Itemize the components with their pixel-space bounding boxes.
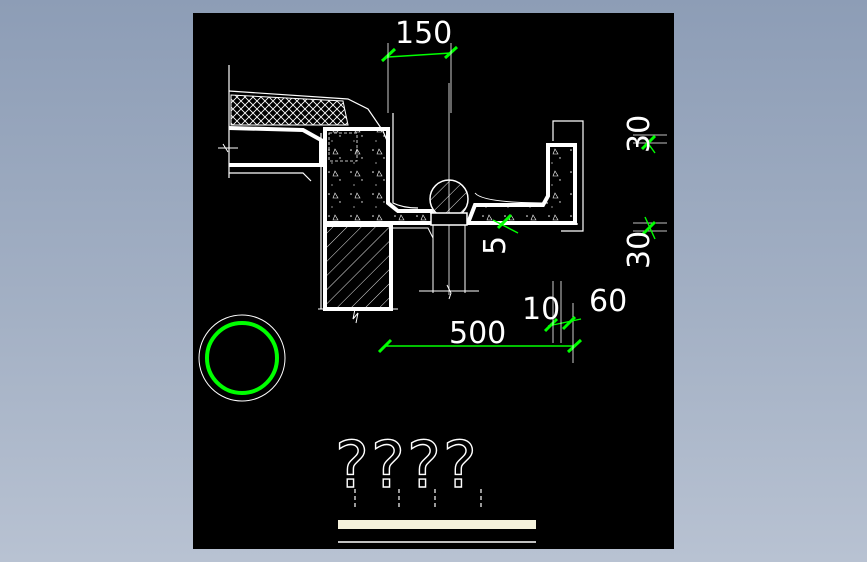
roof-slab	[218, 126, 323, 182]
section-circle-symbol	[198, 314, 286, 402]
dim-500: 500	[449, 316, 506, 351]
dimension-lines	[377, 43, 667, 363]
title-dashes	[354, 489, 482, 509]
dim-10: 10	[522, 292, 560, 327]
dim-30-lower: 30	[622, 231, 657, 269]
drawing-title-placeholder: ????	[335, 429, 479, 503]
dim-150: 150	[395, 16, 452, 51]
gutter-concrete-body	[323, 113, 584, 232]
masonry-wall	[318, 133, 434, 324]
cad-drawing-viewport[interactable]: 150 30 30 5 10 60 500 ????	[193, 13, 674, 549]
dim-60: 60	[589, 284, 627, 319]
title-underline-thick	[338, 520, 536, 529]
dim-5: 5	[478, 236, 513, 255]
dim-30-upper: 30	[622, 115, 657, 153]
drain-outlet	[419, 83, 479, 300]
